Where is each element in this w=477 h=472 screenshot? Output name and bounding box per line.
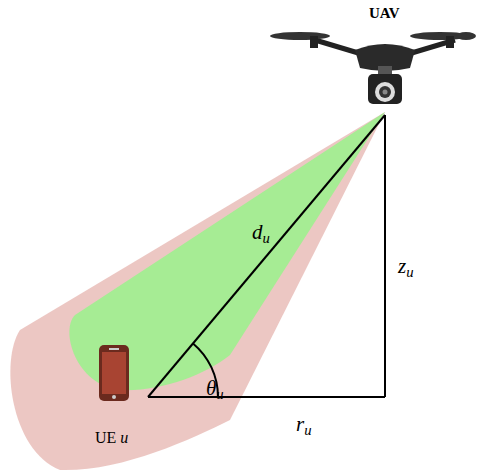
ue-label: UE u — [95, 430, 128, 446]
radius-label: ru — [296, 414, 312, 435]
distance-label: du — [252, 222, 270, 243]
phone-icon — [99, 345, 129, 401]
angle-label: θu — [206, 378, 224, 399]
geometry-triangle — [148, 115, 385, 397]
drone — [270, 32, 476, 104]
beam-outer — [10, 112, 385, 470]
height-label: zu — [398, 256, 414, 277]
uav-label: UAV — [369, 6, 400, 21]
beam-inner — [69, 112, 385, 390]
